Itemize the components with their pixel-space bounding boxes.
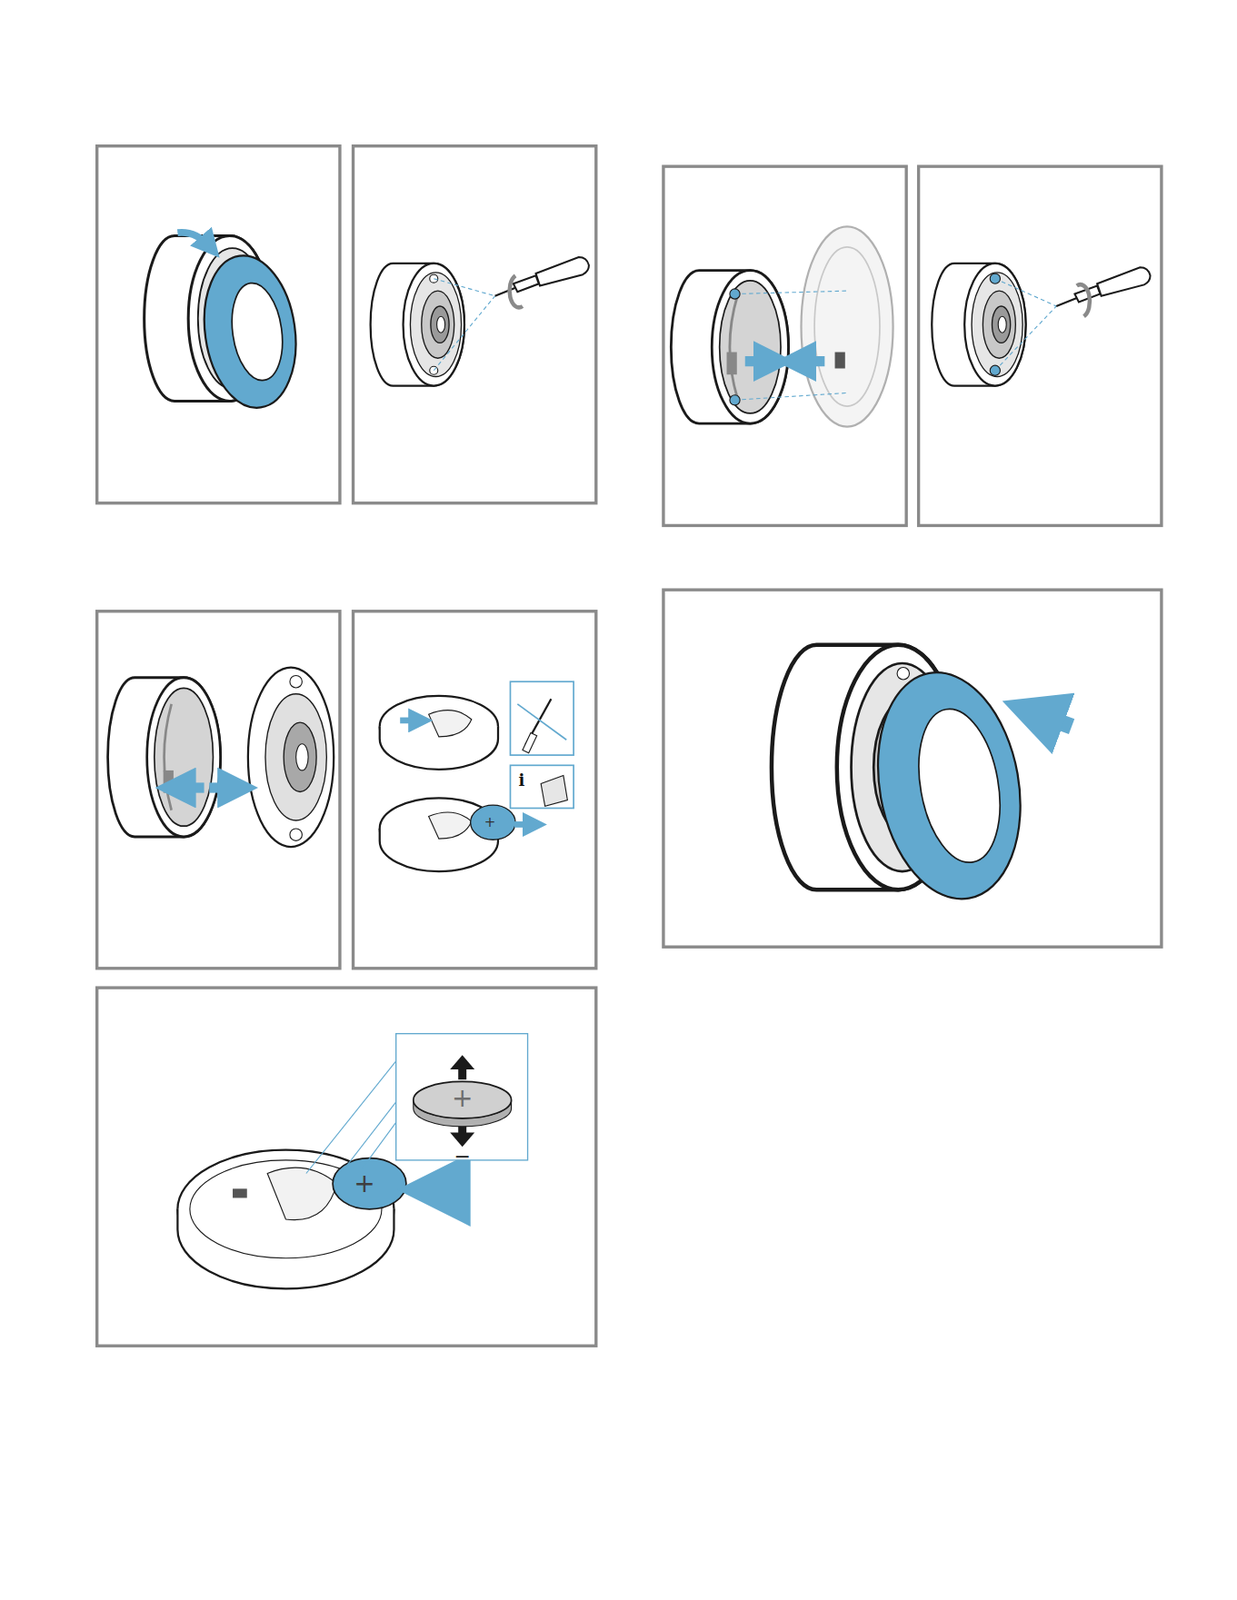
polarity-mark: −	[453, 1147, 470, 1168]
polarity-mark: +	[484, 816, 497, 830]
polarity-mark: +	[353, 1171, 375, 1198]
info-icon: i	[518, 772, 525, 789]
polarity-mark: +	[451, 1086, 473, 1112]
